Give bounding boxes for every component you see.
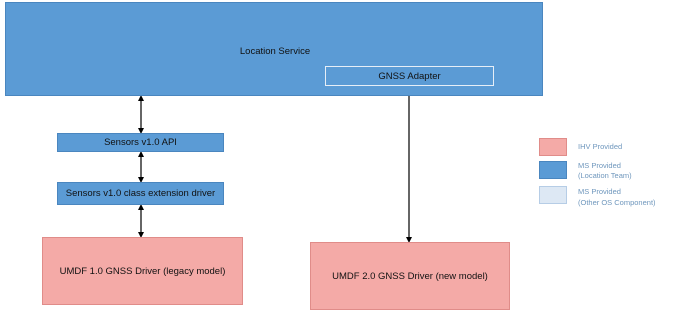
umdf2-driver-label: UMDF 2.0 GNSS Driver (new model) [332,270,488,282]
legend-swatch-ms-location [539,161,567,179]
legend-label-ms-other-line2: (Other OS Component) [578,198,656,207]
umdf2-driver-box: UMDF 2.0 GNSS Driver (new model) [310,242,510,310]
legend-label-ms-location-line1: MS Provided [578,161,621,170]
sensors-class-extension-box: Sensors v1.0 class extension driver [57,182,224,205]
gnss-adapter-box: GNSS Adapter [325,66,494,86]
location-service-label: Location Service [239,46,311,57]
legend-label-ihv: IHV Provided [578,142,623,151]
sensors-api-box: Sensors v1.0 API [57,133,224,152]
sensors-class-extension-label: Sensors v1.0 class extension driver [65,188,216,199]
sensors-api-label: Sensors v1.0 API [104,137,177,148]
umdf1-driver-label: UMDF 1.0 GNSS Driver (legacy model) [59,265,226,277]
legend-label-ms-location-line2: (Location Team) [578,171,632,180]
legend-label-ms-other-line1: MS Provided [578,187,621,196]
umdf1-driver-box: UMDF 1.0 GNSS Driver (legacy model) [42,237,243,305]
gnss-adapter-label: GNSS Adapter [378,70,441,82]
legend-swatch-ihv [539,138,567,156]
legend-swatch-ms-other [539,186,567,204]
